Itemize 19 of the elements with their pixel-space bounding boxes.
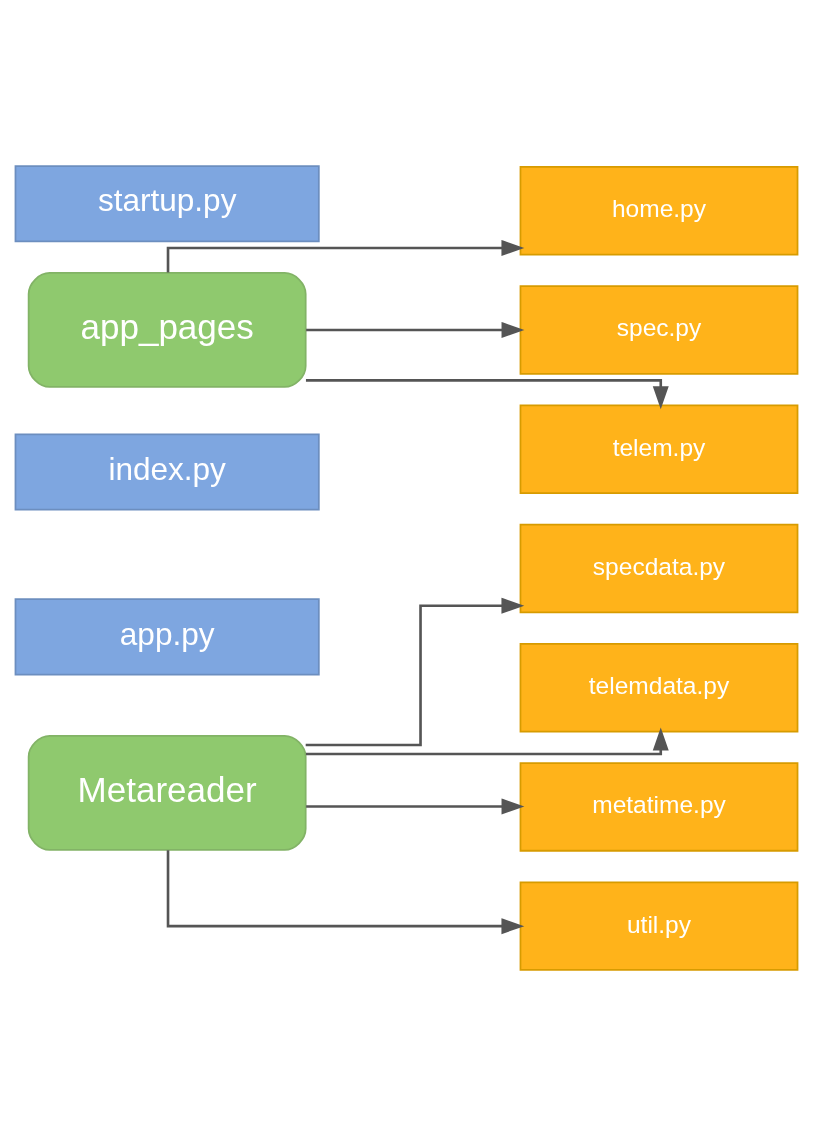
arrow xyxy=(166,850,525,935)
arrow xyxy=(306,321,525,338)
node-box: index.py xyxy=(14,433,320,511)
node-box: telem.py xyxy=(519,404,799,494)
node-box: Metareader xyxy=(27,735,307,851)
node-box: app_pages xyxy=(27,272,307,388)
node-box: specdata.py xyxy=(519,523,799,614)
node-box: startup.py xyxy=(14,165,320,243)
arrow xyxy=(166,240,525,273)
node-box: spec.py xyxy=(519,285,799,375)
node-box: app.py xyxy=(14,598,320,676)
node-box: util.py xyxy=(519,881,799,971)
arrow xyxy=(305,727,669,756)
node-box: home.py xyxy=(519,166,799,256)
node-box: telemdata.py xyxy=(519,642,799,733)
node-box: metatime.py xyxy=(519,762,799,852)
arrow xyxy=(305,597,525,747)
arrow xyxy=(306,798,525,815)
arrow xyxy=(305,379,669,410)
